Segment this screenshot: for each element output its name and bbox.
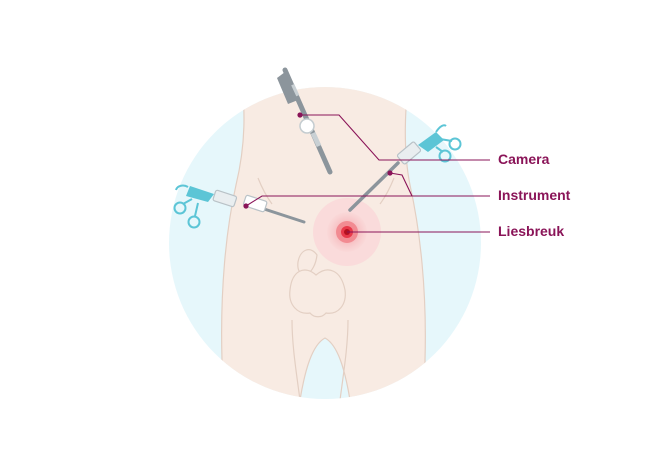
- label-hernia: Liesbreuk: [498, 223, 565, 239]
- callout-camera: [297, 112, 490, 161]
- label-instrument: Instrument: [498, 187, 571, 203]
- laparoscope-icon: [277, 67, 333, 175]
- label-camera: Camera: [498, 151, 550, 167]
- surgical-grasper-icon-left: [173, 184, 306, 229]
- callout-instrument: [243, 170, 490, 209]
